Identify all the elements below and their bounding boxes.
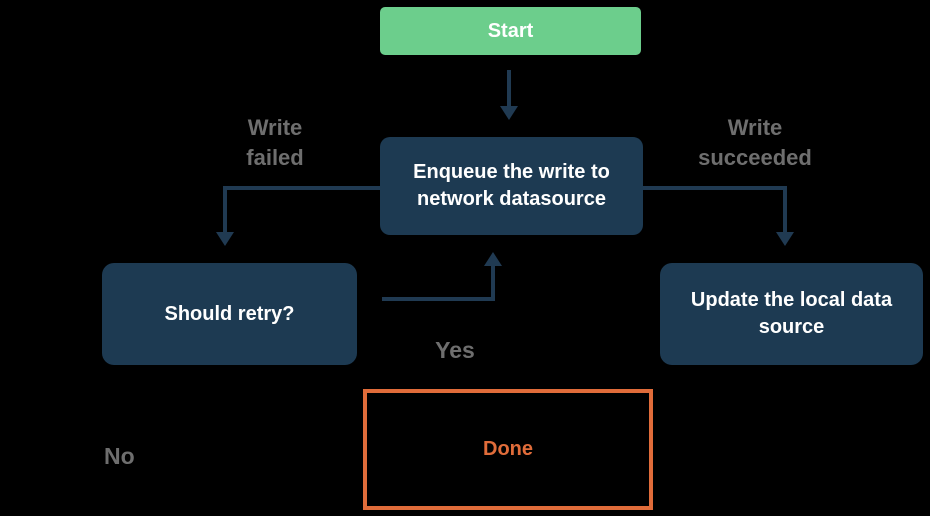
arrow-enqueue-to-retry-vline	[223, 186, 227, 232]
edge-label-yes: Yes	[435, 337, 475, 363]
arrow-head-down-icon	[776, 232, 794, 246]
node-should-retry: Should retry?	[102, 263, 357, 365]
edge-label-write-failed: Write failed	[200, 113, 350, 173]
node-should-retry-label: Should retry?	[164, 302, 295, 325]
node-start: Start	[380, 7, 641, 55]
arrow-enqueue-to-retry-hline	[223, 186, 380, 190]
arrow-enqueue-to-update-vline	[783, 186, 787, 232]
edge-label-write-succeeded: Write succeeded	[665, 113, 845, 173]
arrow-enqueue-to-update-hline	[643, 186, 787, 190]
arrow-retry-to-enqueue-hline	[382, 297, 495, 301]
edge-label-write-succeeded-line1: Write	[727, 115, 783, 140]
edge-label-write-succeeded-line2: succeeded	[698, 145, 812, 170]
arrow-head-down-icon	[500, 106, 518, 120]
node-done: Done	[363, 389, 653, 510]
edge-label-no: No	[104, 443, 135, 469]
node-enqueue-label: Enqueue the write to network datasource	[413, 161, 610, 210]
node-done-label: Done	[483, 438, 533, 460]
arrow-head-down-icon	[216, 232, 234, 246]
node-update-local-label: Update the local data source	[690, 289, 893, 338]
edge-label-write-failed-line1: Write	[247, 115, 303, 140]
node-enqueue-write: Enqueue the write to network datasource	[380, 137, 643, 235]
arrow-start-to-enqueue-line	[507, 70, 511, 107]
arrow-head-up-icon	[484, 252, 502, 266]
node-start-label: Start	[487, 19, 534, 42]
node-update-local: Update the local data source	[660, 263, 923, 365]
edge-label-write-failed-line2: failed	[246, 145, 304, 170]
arrow-retry-to-enqueue-vline	[491, 266, 495, 301]
